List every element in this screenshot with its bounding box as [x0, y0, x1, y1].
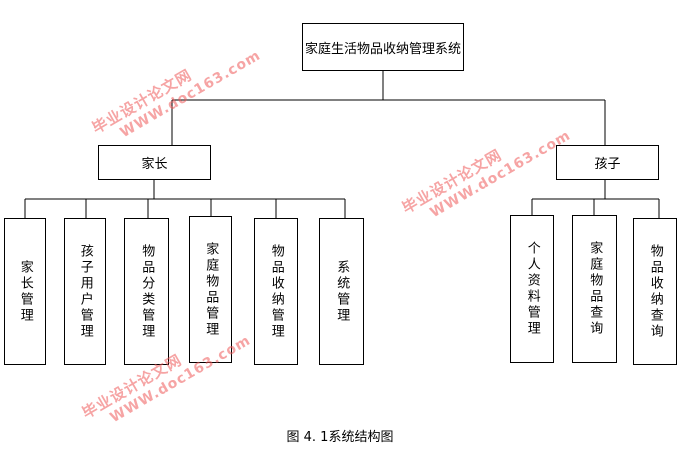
leaf-node: 物品收纳查询 [633, 218, 677, 365]
branch-node-parent: 家长 [98, 145, 211, 180]
root-node: 家庭生活物品收纳管理系统 [302, 23, 464, 71]
leaf-node: 家庭物品查询 [572, 215, 617, 363]
figure-caption: 图 4. 1系统结构图 [286, 430, 394, 445]
leaf-node: 物品收纳管理 [254, 218, 298, 365]
leaf-node: 物品分类管理 [124, 218, 169, 365]
leaf-node: 家庭物品管理 [189, 216, 232, 363]
branch-node-child: 孩子 [556, 145, 659, 180]
leaf-node: 孩子用户管理 [64, 218, 106, 365]
leaf-node: 个人资料管理 [510, 215, 554, 363]
leaf-node: 系统管理 [319, 218, 364, 365]
leaf-node: 家长管理 [4, 218, 46, 365]
